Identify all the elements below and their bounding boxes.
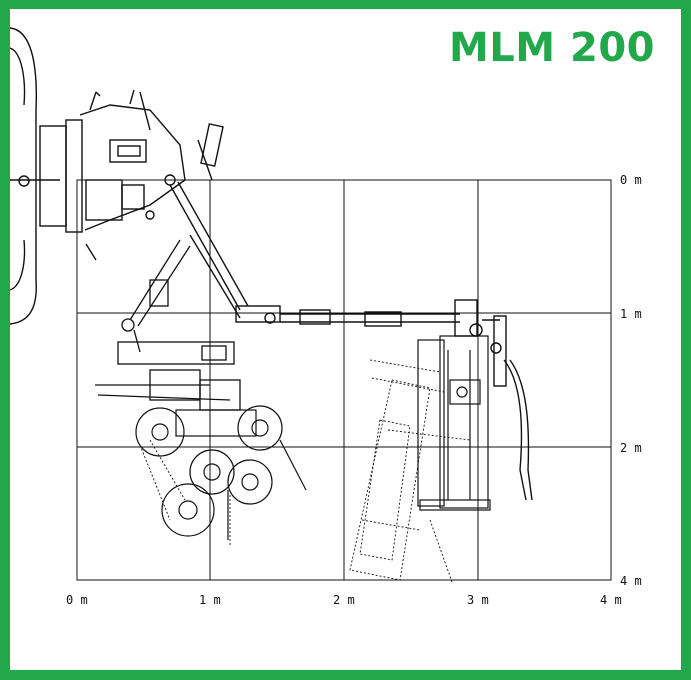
x-label-3: 3 m xyxy=(467,593,489,607)
disc-cutters xyxy=(135,405,307,540)
tractor-drawing xyxy=(10,27,224,325)
y-label-4: 4 m xyxy=(620,574,642,588)
disc-cutters-dashed xyxy=(139,439,231,545)
diagram-panel: MLM 200 0 m 1 m 2 m 3 m 4 m 0 m 1 m 2 m … xyxy=(10,9,681,670)
x-label-2: 2 m xyxy=(333,593,355,607)
folded-arm xyxy=(95,239,241,411)
y-label-0: 0 m xyxy=(620,173,642,187)
y-label-1: 1 m xyxy=(620,307,642,321)
mower-reach-diagram: 0 m 1 m 2 m 3 m 4 m 0 m 1 m 2 m 4 m xyxy=(10,27,642,607)
mower-head-tilted xyxy=(349,359,471,583)
mower-head-vertical xyxy=(417,335,491,511)
reach-grid xyxy=(76,179,612,581)
boom-arm xyxy=(169,181,533,501)
x-label-4: 4 m xyxy=(600,593,622,607)
page-title: MLM 200 xyxy=(448,25,655,71)
y-label-2: 2 m xyxy=(620,441,642,455)
x-label-0: 0 m xyxy=(66,593,88,607)
x-label-1: 1 m xyxy=(199,593,221,607)
